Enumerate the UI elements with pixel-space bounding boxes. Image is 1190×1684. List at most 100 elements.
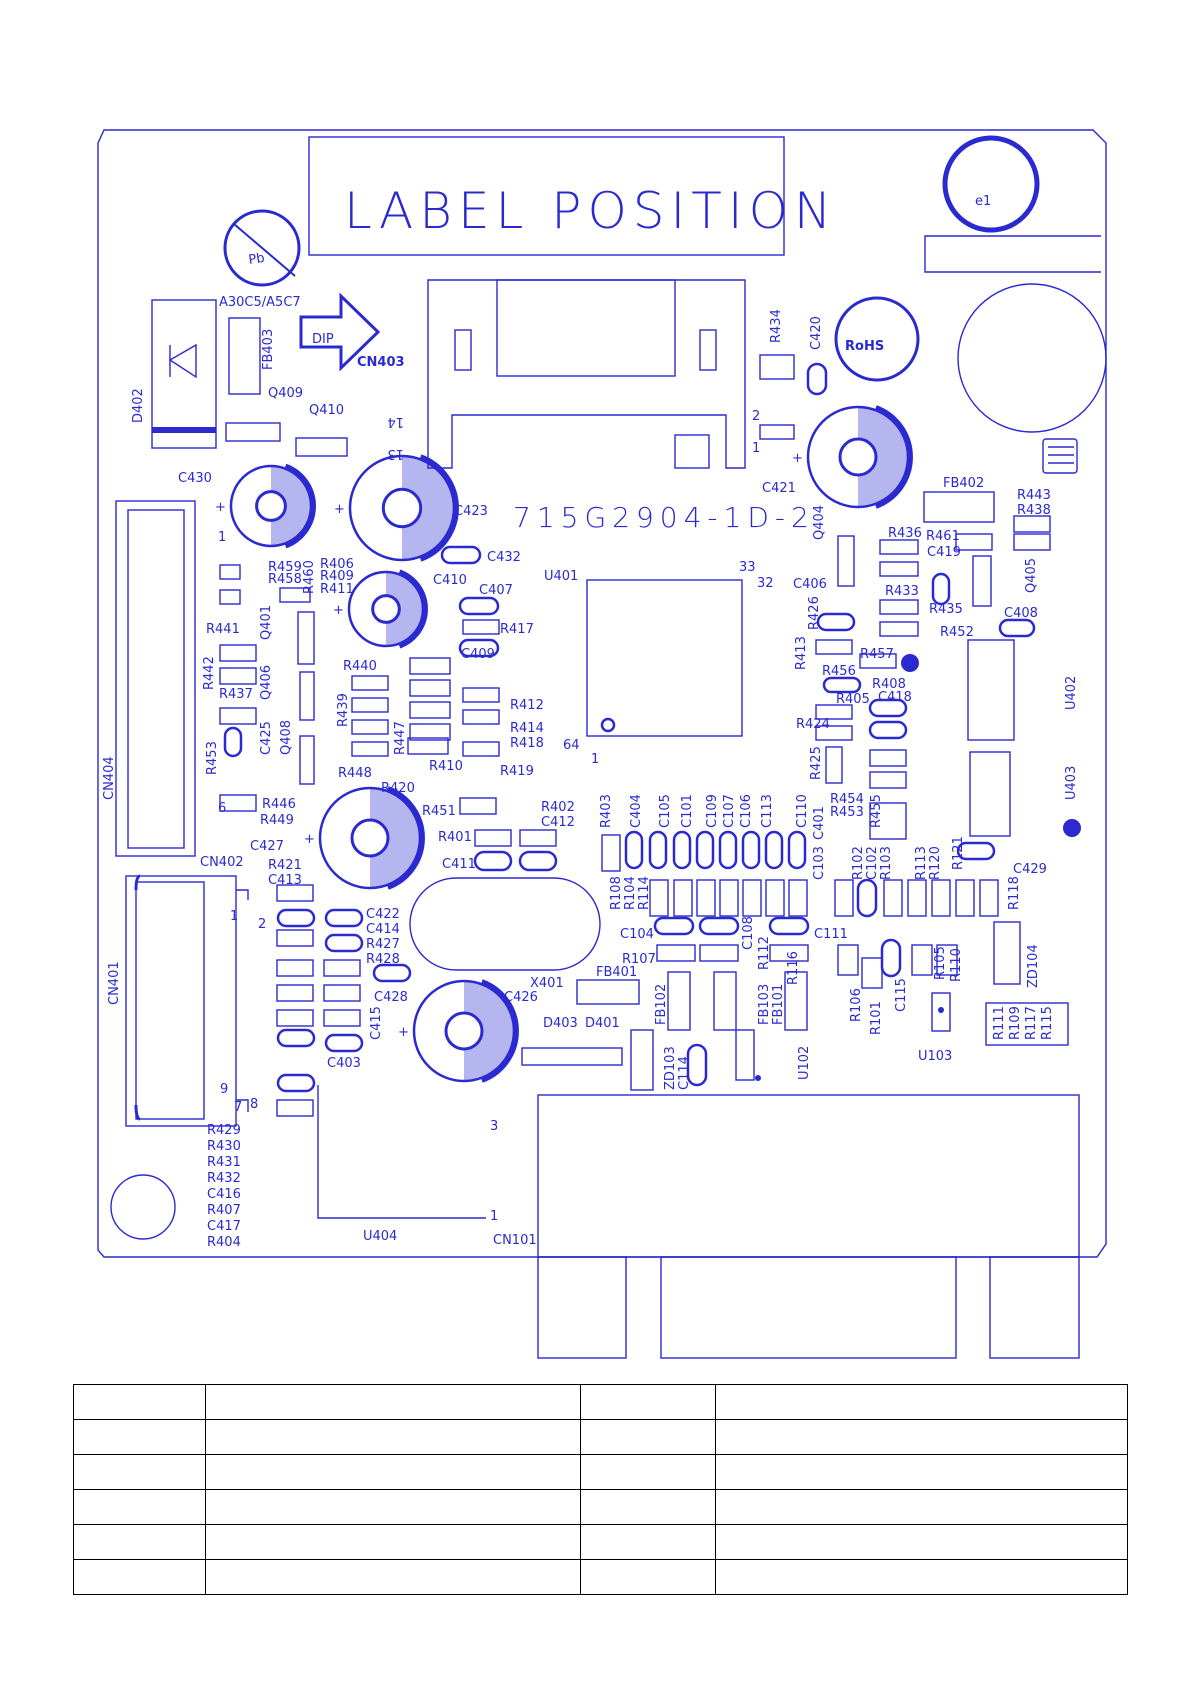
refdes-c410: C410 <box>433 573 467 588</box>
refdes-7: 7 <box>234 1100 242 1115</box>
rohs-logo-circle <box>834 296 920 382</box>
table-cell <box>205 1384 581 1420</box>
refdes-c408: C408 <box>1004 606 1038 621</box>
refdes-r411: R411 <box>320 582 354 597</box>
refdes-q401: Q401 <box>259 605 274 640</box>
refdes-q404: Q404 <box>812 505 827 540</box>
refdes-r421: R421 <box>268 858 302 873</box>
refdes-c425: C425 <box>259 721 274 755</box>
stamp-text: A30C5/A5C7 <box>219 295 301 310</box>
refdes-c426: C426 <box>504 990 538 1005</box>
refdes-c411: C411 <box>442 857 476 872</box>
refdes-r457: R457 <box>860 647 894 662</box>
refdes-c432: C432 <box>487 550 521 565</box>
refdes-r448: R448 <box>338 766 372 781</box>
u403-chip <box>969 751 1011 837</box>
refdes-r117: R117 <box>1024 1006 1039 1040</box>
refdes-r461: R461 <box>926 529 960 544</box>
refdes-r456: R456 <box>822 664 856 679</box>
refdes-u102: U102 <box>797 1046 812 1080</box>
table-cell <box>715 1489 1128 1525</box>
electrolytic-caps: ++++++ <box>215 405 913 1083</box>
refdes-r432: R432 <box>207 1171 241 1186</box>
refdes-r431: R431 <box>207 1155 241 1170</box>
refdes-c102: C102 <box>865 846 880 880</box>
svg-text:+: + <box>304 832 315 847</box>
mounting-hole-small <box>110 1174 176 1240</box>
refdes-r410: R410 <box>429 759 463 774</box>
refdes-q408: Q408 <box>279 720 294 755</box>
table-cell <box>580 1419 716 1455</box>
refdes-fb102: FB102 <box>654 984 669 1025</box>
refdes-c401: C401 <box>812 806 827 840</box>
refdes-r425: R425 <box>809 746 824 780</box>
refdes-r116: R116 <box>786 951 801 985</box>
refdes-r435: R435 <box>929 602 963 617</box>
refdes-r436: R436 <box>888 526 922 541</box>
refdes-r442: R442 <box>202 656 217 690</box>
refdes-c418: C418 <box>878 690 912 705</box>
table-cell <box>205 1454 581 1490</box>
refdes-c412: C412 <box>541 815 575 830</box>
svg-text:+: + <box>333 603 344 618</box>
refdes-c104: C104 <box>620 927 654 942</box>
refdes-14: 14 <box>387 414 404 429</box>
refdes-c404: C404 <box>629 794 644 828</box>
refdes-r118: R118 <box>1007 876 1022 910</box>
refdes-r440: R440 <box>343 659 377 674</box>
refdes-c113: C113 <box>760 794 775 828</box>
refdes-r424: R424 <box>796 717 830 732</box>
table-cell <box>73 1454 206 1490</box>
table-cell <box>73 1524 206 1560</box>
e1-logo-text: e1 <box>975 194 991 209</box>
refdes-r429: R429 <box>207 1123 241 1138</box>
refdes-1: 1 <box>218 530 226 545</box>
refdes-r460: R460 <box>302 560 317 594</box>
table-cell <box>715 1419 1128 1455</box>
refdes-c415: C415 <box>369 1006 384 1040</box>
refdes-1: 1 <box>230 909 238 924</box>
refdes-9: 9 <box>220 1082 228 1097</box>
refdes-r414: R414 <box>510 721 544 736</box>
refdes-r409: R409 <box>320 569 354 584</box>
refdes-32: 32 <box>757 576 774 591</box>
refdes-r101: R101 <box>869 1001 884 1035</box>
refdes-c115: C115 <box>894 978 909 1012</box>
refdes-r406: R406 <box>320 557 354 572</box>
refdes-r420: R420 <box>381 781 415 796</box>
refdes-q410: Q410 <box>309 403 344 418</box>
parts-table <box>73 1384 1128 1595</box>
table-row <box>73 1384 1128 1420</box>
refdes-fb401: FB401 <box>596 965 637 980</box>
table-cell <box>715 1524 1128 1560</box>
refdes-c108: C108 <box>741 916 756 950</box>
table-cell <box>205 1419 581 1455</box>
refdes-r121: R121 <box>951 836 966 870</box>
refdes-r452: R452 <box>940 625 974 640</box>
refdes-r413: R413 <box>794 636 809 670</box>
refdes-c413: C413 <box>268 873 302 888</box>
refdes-c114: C114 <box>677 1056 692 1090</box>
refdes-c101: C101 <box>680 794 695 828</box>
refdes-r454: R454 <box>830 792 864 807</box>
refdes-r433: R433 <box>885 584 919 599</box>
x401-crystal <box>409 877 601 971</box>
table-cell <box>580 1384 716 1420</box>
refdes-c109: C109 <box>705 794 720 828</box>
refdes-3: 3 <box>490 1119 498 1134</box>
svg-text:+: + <box>792 451 803 466</box>
refdes-cn402: CN402 <box>200 855 244 870</box>
refdes-r407: R407 <box>207 1203 241 1218</box>
table-cell <box>580 1524 716 1560</box>
refdes-13: 13 <box>387 446 404 461</box>
label-position-text: LABEL POSITION <box>344 182 837 240</box>
refdes-c420: C420 <box>809 316 824 350</box>
table-cell <box>73 1559 206 1595</box>
table-cell <box>73 1419 206 1455</box>
refdes-c429: C429 <box>1013 862 1047 877</box>
refdes-r112: R112 <box>757 936 772 970</box>
pb-logo-circle <box>223 209 301 287</box>
label-position-box <box>308 136 785 256</box>
part-number: 715G2904-1D-2 <box>513 501 815 534</box>
